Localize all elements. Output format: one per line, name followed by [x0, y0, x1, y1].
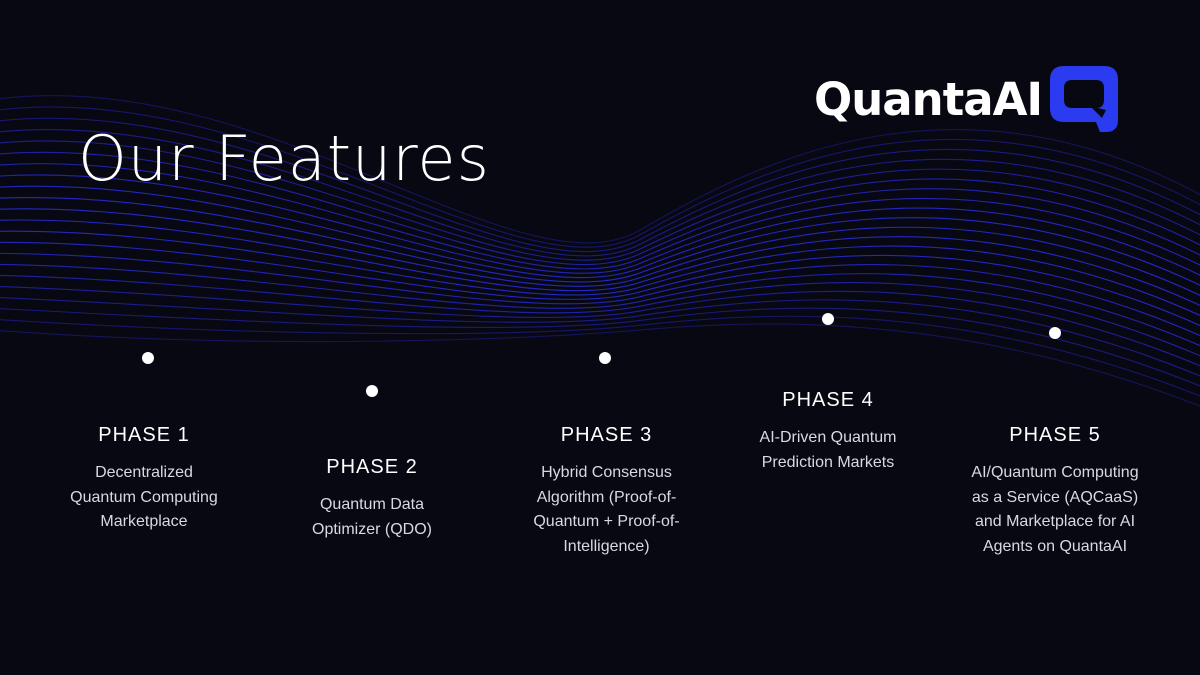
phase-3: PHASE 3 Hybrid Consensus Algorithm (Proo… — [519, 424, 694, 559]
wave-line — [0, 106, 1200, 248]
wave-line — [0, 297, 1200, 377]
wave-line — [0, 285, 1200, 367]
wave-line — [0, 94, 1200, 244]
phase-label: PHASE 1 — [98, 424, 190, 446]
phase-label: PHASE 3 — [560, 424, 653, 446]
wave-line — [0, 219, 1200, 307]
wave-line — [0, 252, 1200, 337]
wave-line — [0, 185, 1200, 279]
phase-description: AI-Driven Quantum Prediction Markets — [759, 429, 897, 471]
wave-line — [0, 117, 1200, 253]
phase-5: PHASE 5 AI/Quantum Computing as a Servic… — [965, 424, 1145, 559]
phase-4: PHASE 4 AI-Driven Quantum Prediction Mar… — [748, 389, 908, 475]
phase-label: PHASE 4 — [782, 389, 874, 411]
wave-line — [0, 274, 1200, 357]
timeline-dot-phase-1 — [142, 352, 154, 364]
wave-line — [0, 163, 1200, 270]
phase-description: Decentralized Quantum Computing Marketpl… — [70, 464, 218, 530]
timeline-dot-phase-5 — [1049, 327, 1061, 339]
wave-line — [0, 315, 1200, 397]
wave-line — [0, 230, 1200, 317]
brand-logo: QuantaAI — [814, 66, 1119, 132]
phase-label: PHASE 2 — [326, 456, 418, 478]
phase-2: PHASE 2 Quantum Data Optimizer (QDO) — [297, 456, 447, 542]
wave-line — [0, 151, 1200, 266]
phase-description: AI/Quantum Computing as a Service (AQCaa… — [971, 464, 1139, 555]
wave-line — [0, 197, 1200, 286]
wave-line — [0, 128, 1200, 257]
quanta-q-icon — [1050, 66, 1119, 132]
wave-line — [0, 174, 1200, 274]
phase-description: Hybrid Consensus Algorithm (Proof-of-Qua… — [533, 464, 680, 555]
brand-name: QuantaAI — [814, 72, 1043, 126]
phase-description: Quantum Data Optimizer (QDO) — [312, 496, 432, 538]
wave-line — [0, 208, 1200, 296]
page-title: Our Features — [78, 122, 490, 195]
wave-line — [0, 307, 1200, 387]
timeline-dot-phase-2 — [366, 385, 378, 397]
wave-line — [0, 241, 1200, 327]
timeline-dot-phase-3 — [599, 352, 611, 364]
wave-line — [0, 263, 1200, 347]
wave-line — [0, 323, 1200, 407]
timeline-dot-phase-4 — [822, 313, 834, 325]
phase-label: PHASE 5 — [1009, 424, 1101, 446]
wave-line — [0, 140, 1200, 261]
phase-1: PHASE 1 Decentralized Quantum Computing … — [69, 424, 219, 535]
